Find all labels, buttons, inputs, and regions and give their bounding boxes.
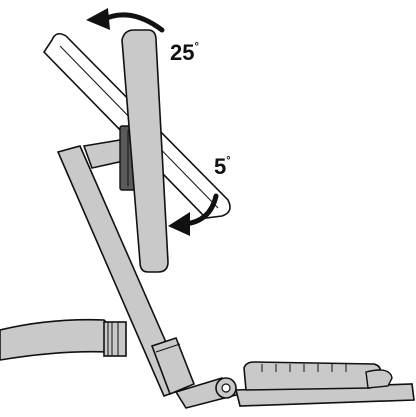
tilt-back-label: 25° <box>170 40 199 65</box>
monitor-upright <box>121 29 169 273</box>
tilt-back-arrow-icon <box>86 8 165 33</box>
mount-arm-post <box>56 145 196 398</box>
keyboard <box>243 361 393 391</box>
mount-arm-lower <box>0 318 127 361</box>
tilt-forward-arrow-icon <box>168 193 219 236</box>
tilt-forward-label: 5° <box>214 154 231 179</box>
